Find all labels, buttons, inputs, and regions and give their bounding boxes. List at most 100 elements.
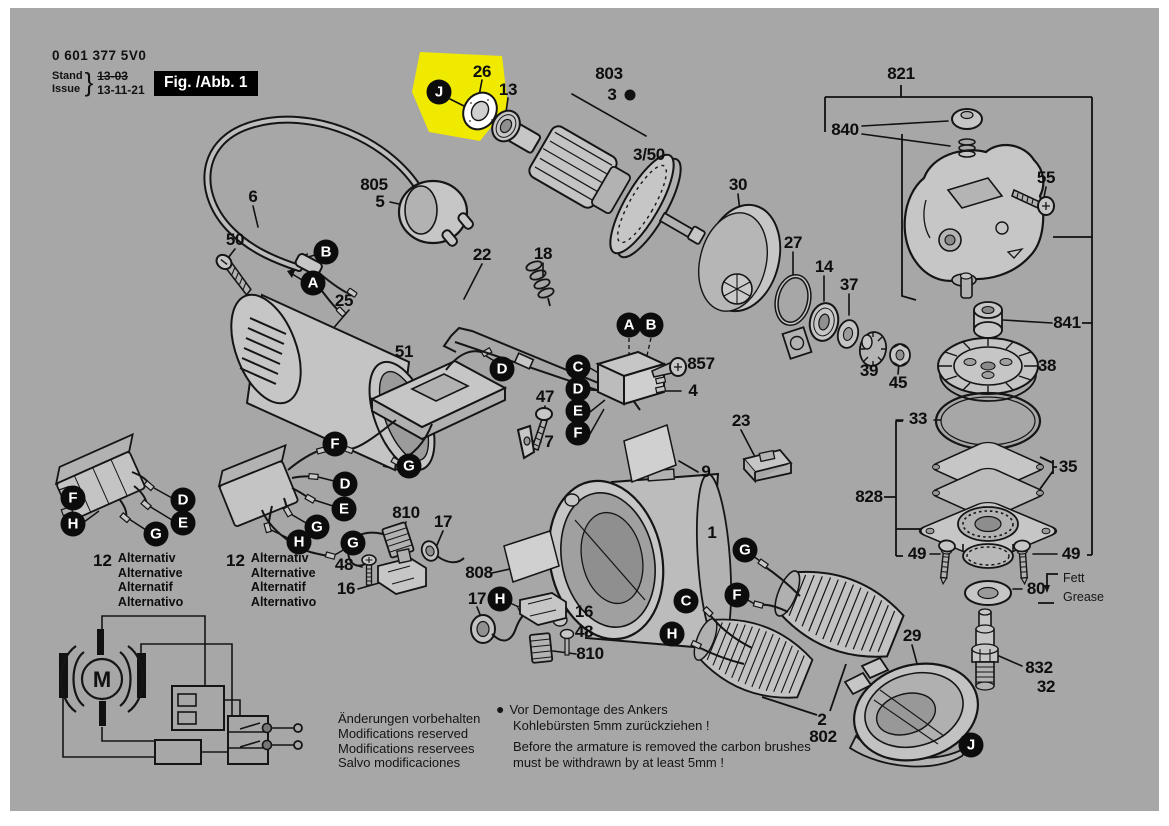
ref-badge-D-14: D [170, 487, 196, 513]
part-label-25-29: 25 [334, 291, 354, 310]
alt-line: Alternative [117, 565, 183, 580]
part-bearing-13 [491, 109, 521, 143]
part-connector-block-12-right [217, 443, 337, 560]
part-plates-35 [932, 441, 1044, 519]
part-sleeve-block [781, 326, 813, 360]
part-bracket-7 [516, 424, 536, 460]
part-ring-26 [462, 91, 498, 131]
ref-badge-E-7: E [565, 398, 591, 424]
stator-wires [690, 558, 801, 665]
part-spindle-832 [971, 608, 999, 691]
part-screw-49-right [1013, 539, 1031, 586]
part-label-13-1: 13 [498, 80, 518, 99]
part-label-6-27: 6 [248, 187, 258, 206]
part-label-4-33: 4 [688, 381, 698, 400]
part-armature-3-50 [495, 118, 706, 259]
schematic-motor-label: M [93, 667, 111, 692]
part-label-37-11: 37 [839, 275, 859, 294]
stand-date: 13-03 [97, 68, 128, 83]
part-label-55-8: 55 [1036, 168, 1056, 187]
part-label-803-2: 803 [595, 64, 623, 83]
warning-en-1: Before the armature is removed the carbo… [513, 739, 811, 754]
part-label-802-50: 802 [809, 727, 837, 746]
part-label-22-30: 22 [472, 245, 492, 264]
ref-badge-G-23: G [732, 537, 758, 563]
part-label-17-41: 17 [433, 512, 453, 531]
part-screw-47 [530, 407, 553, 452]
alt-line: Alternative [250, 565, 316, 580]
part-washer-37 [836, 319, 860, 349]
ref-badge-F-24: F [724, 582, 750, 608]
part-label-3-3: 3 [607, 85, 617, 104]
part-module-51 [342, 346, 508, 467]
bracket-lines [761, 85, 1093, 716]
part-label-832-22: 832 [1025, 658, 1053, 677]
part-label-50-28: 50 [225, 230, 245, 249]
part-label-805-25: 805 [360, 175, 388, 194]
ref-badge-H-22: H [487, 586, 513, 612]
part-label-35-17: 35 [1058, 457, 1078, 476]
revision-line: Salvo modificaciones [338, 755, 461, 771]
part-label-1-39: 1 [707, 523, 717, 542]
part-label-14-10: 14 [814, 257, 834, 276]
alt-line: Alternativ [250, 551, 309, 565]
ref-badge-C-5: C [565, 354, 591, 380]
part-cap-spring-840 [951, 108, 983, 158]
part-label-26-0: 26 [472, 62, 492, 81]
revision-line: Modifications reservees [338, 740, 475, 756]
ref-dot-3 [624, 89, 636, 101]
part-screw-55 [1011, 188, 1055, 216]
part-slider-23 [742, 448, 793, 484]
part-cord-6 [203, 115, 428, 317]
revision-block: Stand Issue } 13-03 13-11-21 [52, 67, 146, 98]
part-label-39-12: 39 [859, 361, 879, 380]
grease-en: Grease [1063, 590, 1104, 604]
ref-badge-A-2: A [300, 270, 326, 296]
grease-note: Fett Grease [1063, 569, 1104, 607]
alt-line: Alternatif [250, 580, 306, 595]
ref-badge-B-4: B [638, 312, 664, 338]
ref-badge-B-1: B [313, 239, 339, 265]
part-screw-48-right [559, 628, 575, 656]
part-screw-49-left [938, 539, 956, 586]
stand-label: Stand [52, 69, 83, 82]
part-pinion-39 [858, 331, 888, 367]
part-label-49-20: 49 [1061, 544, 1081, 563]
part-label-32-23: 32 [1036, 677, 1056, 696]
ref-badge-J-27: J [958, 732, 984, 758]
type-number: 0 601 377 5V0 [52, 48, 147, 63]
part-label-2-49: 2 [817, 710, 827, 729]
ref-badge-F-8: F [565, 420, 591, 446]
part-label-810-48: 810 [576, 644, 604, 663]
ref-badge-F-12: F [60, 485, 86, 511]
ref-badge-H-26: H [659, 621, 685, 647]
revision-line: Modifications reserved [338, 725, 469, 741]
part-label-810-40: 810 [392, 503, 420, 522]
part-label-48-42: 48 [334, 555, 354, 574]
revision-line: Änderungen vorbehalten [338, 711, 481, 726]
arrow-a [287, 268, 296, 278]
figure-caption-box: Fig. /Abb. 1 [154, 71, 258, 96]
ref-badge-E-15: E [170, 510, 196, 536]
part-label-3-50-4: 3/50 [633, 145, 665, 164]
part-label-47-34: 47 [535, 387, 555, 406]
part-holder-16-left [377, 548, 427, 595]
part-grommet-17-right [470, 602, 545, 644]
bullet-icon: ● [496, 701, 505, 717]
ref-badge-J-0: J [426, 79, 452, 105]
part-label-828-18: 828 [855, 487, 883, 506]
part-spring-18 [525, 260, 555, 307]
part-sticker-808 [503, 530, 560, 583]
part-label-5-26: 5 [375, 192, 385, 211]
part-label-33-16: 33 [908, 409, 928, 428]
part-label-23-37: 23 [731, 411, 751, 430]
part-stator-shell-left [693, 618, 814, 699]
part-bushing-841 [973, 301, 1003, 339]
grease-de: Fett [1063, 571, 1085, 585]
part-label-49-19: 49 [907, 544, 927, 563]
ref-badge-H-13: H [60, 511, 86, 537]
part-pin [959, 272, 973, 299]
part-label-18-31: 18 [533, 244, 553, 263]
warning-de-2: Kohlebürsten 5mm zurückziehen ! [513, 717, 710, 733]
alt-line: Alternatif [117, 580, 173, 595]
